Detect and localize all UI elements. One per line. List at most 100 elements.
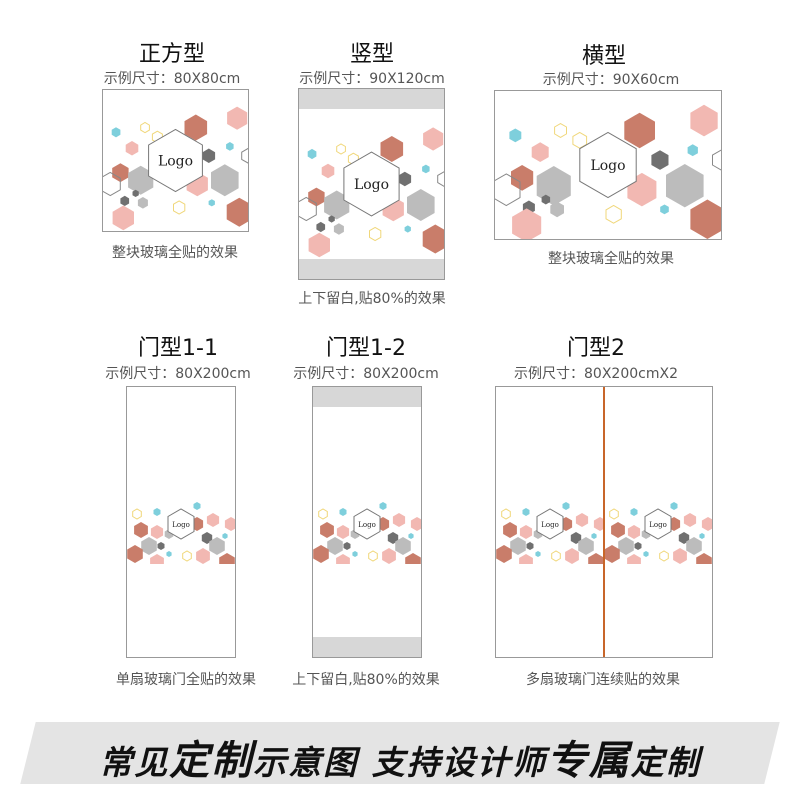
preview-door-1-2: Logo bbox=[312, 386, 422, 658]
logo-text: Logo bbox=[590, 158, 625, 174]
hexagon-shape bbox=[696, 553, 712, 564]
top-margin-band bbox=[299, 89, 444, 109]
hexagon-shape bbox=[604, 545, 620, 563]
hexagon-shape bbox=[316, 221, 326, 233]
hexagon-shape bbox=[611, 522, 625, 538]
logo-text: Logo bbox=[354, 177, 389, 193]
hexagon-shape bbox=[511, 165, 534, 191]
caption-door-1-2: 上下留白,贴80%的效果 bbox=[292, 672, 440, 688]
hexagon-shape bbox=[125, 141, 139, 156]
hexagon-shape bbox=[503, 522, 517, 538]
hexagon-shape bbox=[137, 197, 148, 209]
hexagon-shape bbox=[382, 548, 396, 564]
hexagon-shape bbox=[651, 150, 669, 170]
hexagon-shape bbox=[343, 542, 351, 550]
top-margin-band bbox=[313, 387, 421, 407]
hexagon-shape bbox=[368, 550, 378, 562]
hexagon-shape bbox=[127, 545, 143, 563]
hexagon-shape bbox=[202, 148, 216, 163]
hexagon-shape bbox=[134, 522, 148, 538]
hexagon-shape bbox=[324, 190, 350, 220]
hexagon-shape bbox=[686, 537, 702, 555]
banner-part4: 专属 bbox=[546, 738, 631, 784]
logo-hexagon bbox=[536, 508, 564, 540]
panel-size-horizontal: 示例尺寸：90X60cm bbox=[542, 72, 680, 88]
hexagon-shape bbox=[495, 173, 521, 207]
caption-square: 整块玻璃全贴的效果 bbox=[112, 245, 238, 261]
hexagon-shape bbox=[562, 502, 570, 510]
hexagon-shape bbox=[673, 548, 687, 564]
hexagon-shape bbox=[120, 195, 130, 206]
hexagon-shape bbox=[333, 223, 344, 235]
hexagon-shape bbox=[321, 163, 335, 179]
hexagon-shape bbox=[166, 551, 172, 557]
hexagon-shape bbox=[578, 537, 594, 555]
hexagon-shape bbox=[659, 550, 669, 562]
hexagon-shape bbox=[182, 550, 192, 562]
hexagon-shape bbox=[660, 204, 669, 215]
hexagon-shape bbox=[565, 548, 579, 564]
hexagon-shape bbox=[141, 537, 157, 555]
hexagon-shape bbox=[687, 144, 698, 157]
hexagon-shape bbox=[227, 106, 248, 130]
hexagon-shape bbox=[496, 545, 512, 563]
logo-text: Logo bbox=[158, 154, 193, 170]
hexagon-shape bbox=[219, 553, 235, 564]
hexagon-shape bbox=[683, 513, 697, 527]
logo-hexagon bbox=[167, 508, 195, 540]
caption-door-1-1: 单扇玻璃门全贴的效果 bbox=[116, 672, 256, 688]
hexagon-shape bbox=[112, 163, 129, 183]
hexagon-shape bbox=[531, 142, 549, 162]
hexagon-shape bbox=[404, 225, 411, 233]
hexagon-shape bbox=[624, 112, 655, 149]
hexagon-shape bbox=[510, 537, 526, 555]
logo-text: Logo bbox=[358, 521, 376, 529]
caption-door-2: 多扇玻璃门连续贴的效果 bbox=[526, 672, 680, 688]
logo-text: Logo bbox=[172, 521, 190, 529]
hexagon-shape bbox=[226, 142, 234, 151]
hexagon-shape bbox=[211, 164, 239, 197]
hexagon-shape bbox=[313, 545, 329, 563]
hexagon-shape bbox=[150, 525, 164, 539]
hexagon-shape bbox=[308, 232, 330, 258]
hexagon-shape bbox=[588, 553, 604, 564]
hexagon-shape bbox=[153, 508, 161, 516]
panel-title-door-1-1: 门型1-1 bbox=[138, 336, 218, 361]
panel-title-door-1-2: 门型1-2 bbox=[326, 336, 406, 361]
hexagon-shape bbox=[509, 128, 522, 143]
hexagon-shape bbox=[591, 533, 597, 539]
hexagon-shape bbox=[132, 189, 139, 197]
logo-hexagon bbox=[148, 128, 203, 193]
hexagon-shape bbox=[112, 205, 134, 231]
hexagon-shape bbox=[336, 525, 350, 539]
hexagon-shape bbox=[526, 542, 534, 550]
hexagon-shape bbox=[111, 127, 121, 138]
hexagon-shape bbox=[226, 197, 248, 227]
hexagon-shape bbox=[575, 513, 589, 527]
hexagon-shape bbox=[336, 143, 346, 155]
hexagon-shape bbox=[670, 502, 678, 510]
hexagon-shape bbox=[336, 554, 350, 564]
preview-vertical: Logo bbox=[298, 88, 445, 280]
hexagon-shape bbox=[380, 136, 404, 162]
hexagon-shape bbox=[627, 554, 641, 564]
panel-title-square: 正方型 bbox=[138, 42, 205, 67]
hexagon-shape bbox=[634, 542, 642, 550]
hexagon-shape bbox=[522, 508, 530, 516]
hexagon-shape bbox=[605, 204, 622, 224]
caption-horizontal: 整块玻璃全贴的效果 bbox=[548, 251, 674, 267]
hexagon-shape bbox=[678, 532, 690, 544]
hexagon-shape bbox=[150, 554, 164, 564]
hexagon-shape bbox=[618, 537, 634, 555]
hexagon-shape bbox=[405, 553, 421, 564]
hexagon-shape bbox=[643, 551, 649, 557]
hexagon-shape bbox=[387, 532, 399, 544]
hexagon-shape bbox=[609, 508, 619, 520]
hexagon-shape bbox=[541, 194, 551, 205]
hexagon-shape bbox=[103, 171, 121, 197]
hexagon-shape bbox=[408, 533, 414, 539]
hexagon-shape bbox=[422, 164, 430, 174]
preview-horizontal: Logo bbox=[494, 90, 722, 240]
hexagon-shape bbox=[392, 513, 406, 527]
door-seam bbox=[603, 387, 605, 657]
